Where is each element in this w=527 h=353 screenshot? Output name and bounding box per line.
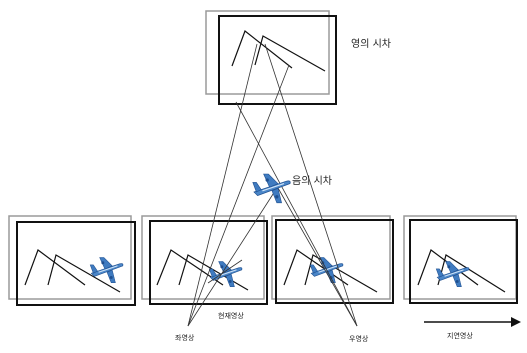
frame-box-2 <box>141 215 268 305</box>
frame-box-1 <box>8 215 136 306</box>
zero-parallax-label: 영의 시차 <box>351 38 391 50</box>
frame-box-4 <box>403 215 518 304</box>
mountain-lines-top <box>231 30 326 72</box>
delayed-image-label: 지연영상 <box>447 331 473 340</box>
frame-box-3 <box>271 215 394 304</box>
right-image-label: 우영상 <box>349 334 369 343</box>
arrow-right-icon <box>511 317 521 327</box>
time-delay-arrow <box>424 317 521 327</box>
current-image-label: 현재영상 <box>218 311 244 320</box>
zero-parallax-sight-lines <box>187 43 358 327</box>
negative-parallax-sight-lines <box>187 187 358 327</box>
negative-parallax-label: 음의 시차 <box>292 175 332 187</box>
airplane-icon <box>252 173 291 204</box>
zero-parallax-box <box>205 10 337 105</box>
left-image-label: 좌영상 <box>175 333 195 342</box>
airplane-icon <box>89 256 124 284</box>
